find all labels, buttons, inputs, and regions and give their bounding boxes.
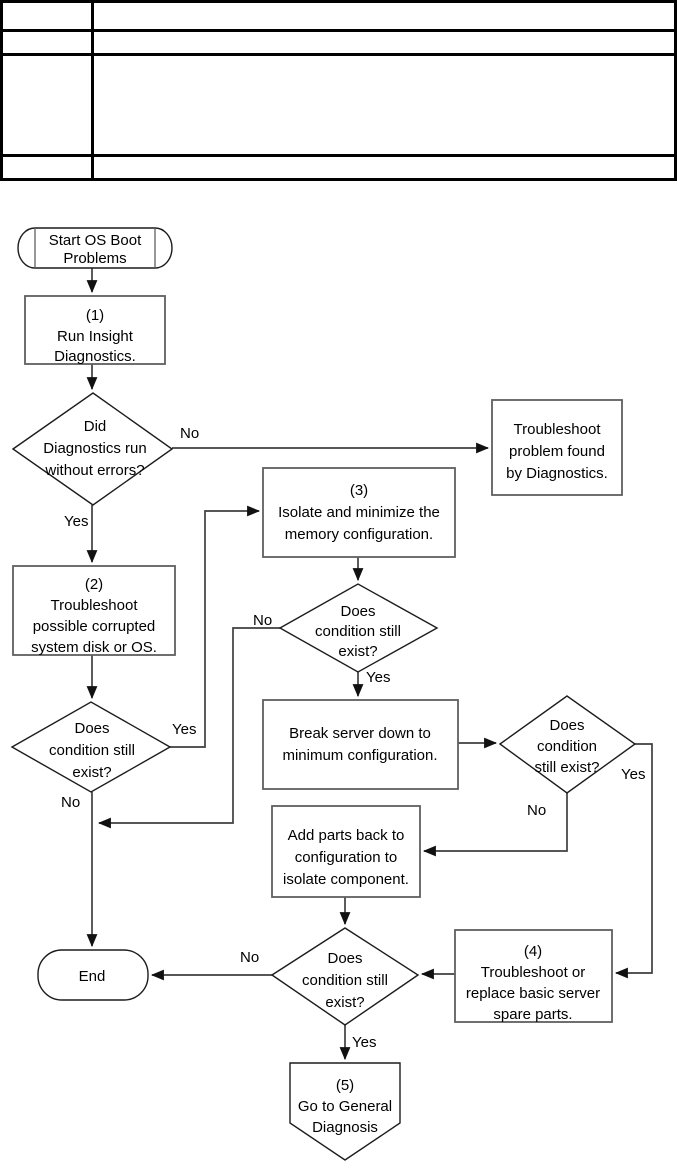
troubleshoot-found-label: Troubleshoot (514, 421, 602, 438)
node-add-parts: Add parts back to configuration to isola… (271, 805, 421, 898)
step5-label: (5) (336, 1077, 354, 1094)
add-parts-label: Add parts back to (288, 827, 405, 844)
symbol-table (0, 0, 677, 181)
step4-label: replace basic server (466, 985, 600, 1002)
table-row (0, 0, 677, 32)
decision4-label: condition (537, 738, 597, 755)
start-label: Problems (63, 250, 126, 267)
step4-label: Troubleshoot or (481, 964, 586, 981)
node-decision-condition-3: Does condition still exist? (498, 695, 637, 794)
table-cell (0, 0, 94, 32)
node-isolate-memory: (3) Isolate and minimize the memory conf… (262, 467, 456, 558)
node-general-diagnosis: (5) Go to General Diagnosis (289, 1062, 401, 1161)
decision3-label: condition still (315, 623, 401, 640)
troubleshoot-found-label: problem found (509, 443, 605, 460)
node-break-server: Break server down to minimum configurati… (262, 699, 459, 790)
edge-label-yes: Yes (64, 513, 88, 530)
decision3-label: Does (340, 603, 375, 620)
table-cell (0, 154, 94, 181)
step2-label: Troubleshoot (51, 597, 139, 614)
edge-label-yes: Yes (366, 669, 390, 686)
table-cell (0, 29, 94, 56)
step2-label: system disk or OS. (31, 639, 157, 656)
edge-label-yes: Yes (621, 766, 645, 783)
decision2-label: condition still (49, 742, 135, 759)
start-label: Start OS Boot (49, 232, 142, 249)
step1-label: Diagnostics. (54, 348, 136, 365)
node-decision-condition-4: Does condition still exist? (270, 927, 420, 1026)
table-cell (91, 0, 677, 32)
node-start: Start OS Boot Problems (17, 227, 173, 269)
step3-label: Isolate and minimize the (278, 504, 440, 521)
table-cell (91, 29, 677, 56)
table-row (0, 154, 677, 181)
decision3-label: exist? (338, 643, 377, 660)
connector-decision4-yes-to-step4 (614, 743, 653, 979)
step5-label: Go to General (298, 1098, 392, 1115)
add-parts-label: isolate component. (283, 871, 409, 888)
table-cell (0, 53, 94, 157)
decision5-label: condition still (302, 972, 388, 989)
decision4-label: still exist? (534, 759, 599, 776)
decision1-label: Did (84, 418, 107, 435)
break-server-label: minimum configuration. (282, 747, 437, 764)
node-troubleshoot-found: Troubleshoot problem found by Diagnostic… (491, 399, 623, 496)
step4-label: spare parts. (493, 1006, 572, 1023)
step2-label: possible corrupted (33, 618, 156, 635)
troubleshoot-found-label: by Diagnostics. (506, 465, 608, 482)
break-server-label: Break server down to (289, 725, 431, 742)
edge-label-yes: Yes (172, 721, 196, 738)
step1-label: (1) (86, 307, 104, 324)
node-decision-diagnostics-ran: Did Diagnostics run without errors? (11, 392, 174, 506)
connector-decision2-yes-to-step3 (170, 505, 261, 748)
edge-label-no: No (253, 612, 272, 629)
step1-label: Run Insight (57, 328, 134, 345)
edge-label-no: No (240, 949, 259, 966)
node-decision-condition-1: Does condition still exist? (10, 701, 172, 793)
step3-label: memory configuration. (285, 526, 433, 543)
edge-label-no: No (61, 794, 80, 811)
edge-label-no: No (180, 425, 199, 442)
step4-label: (4) (524, 943, 542, 960)
decision2-label: Does (74, 720, 109, 737)
node-run-diagnostics: (1) Run Insight Diagnostics. (24, 295, 166, 365)
decision5-label: Does (327, 950, 362, 967)
step3-label: (3) (350, 482, 368, 499)
step2-label: (2) (85, 576, 103, 593)
end-label: End (79, 968, 106, 985)
edge-label-yes: Yes (352, 1034, 376, 1051)
decision1-label: without errors? (44, 462, 144, 479)
add-parts-label: configuration to (295, 849, 398, 866)
table-cell (91, 154, 677, 181)
connector-decision4-no-to-addparts (422, 793, 568, 857)
edge-label-no: No (527, 802, 546, 819)
decision5-label: exist? (325, 994, 364, 1011)
connector-decision3-no-return (97, 627, 280, 829)
table-row (0, 29, 677, 56)
node-corrupted-disk: (2) Troubleshoot possible corrupted syst… (12, 565, 176, 656)
decision2-label: exist? (72, 764, 111, 781)
table-cell (91, 53, 677, 157)
node-decision-condition-2: Does condition still exist? (278, 583, 439, 673)
step5-label: Diagnosis (312, 1119, 378, 1136)
table-row (0, 53, 677, 157)
node-replace-parts: (4) Troubleshoot or replace basic server… (454, 929, 613, 1023)
decision4-label: Does (549, 717, 584, 734)
node-end: End (37, 949, 149, 1001)
decision1-label: Diagnostics run (43, 440, 146, 457)
